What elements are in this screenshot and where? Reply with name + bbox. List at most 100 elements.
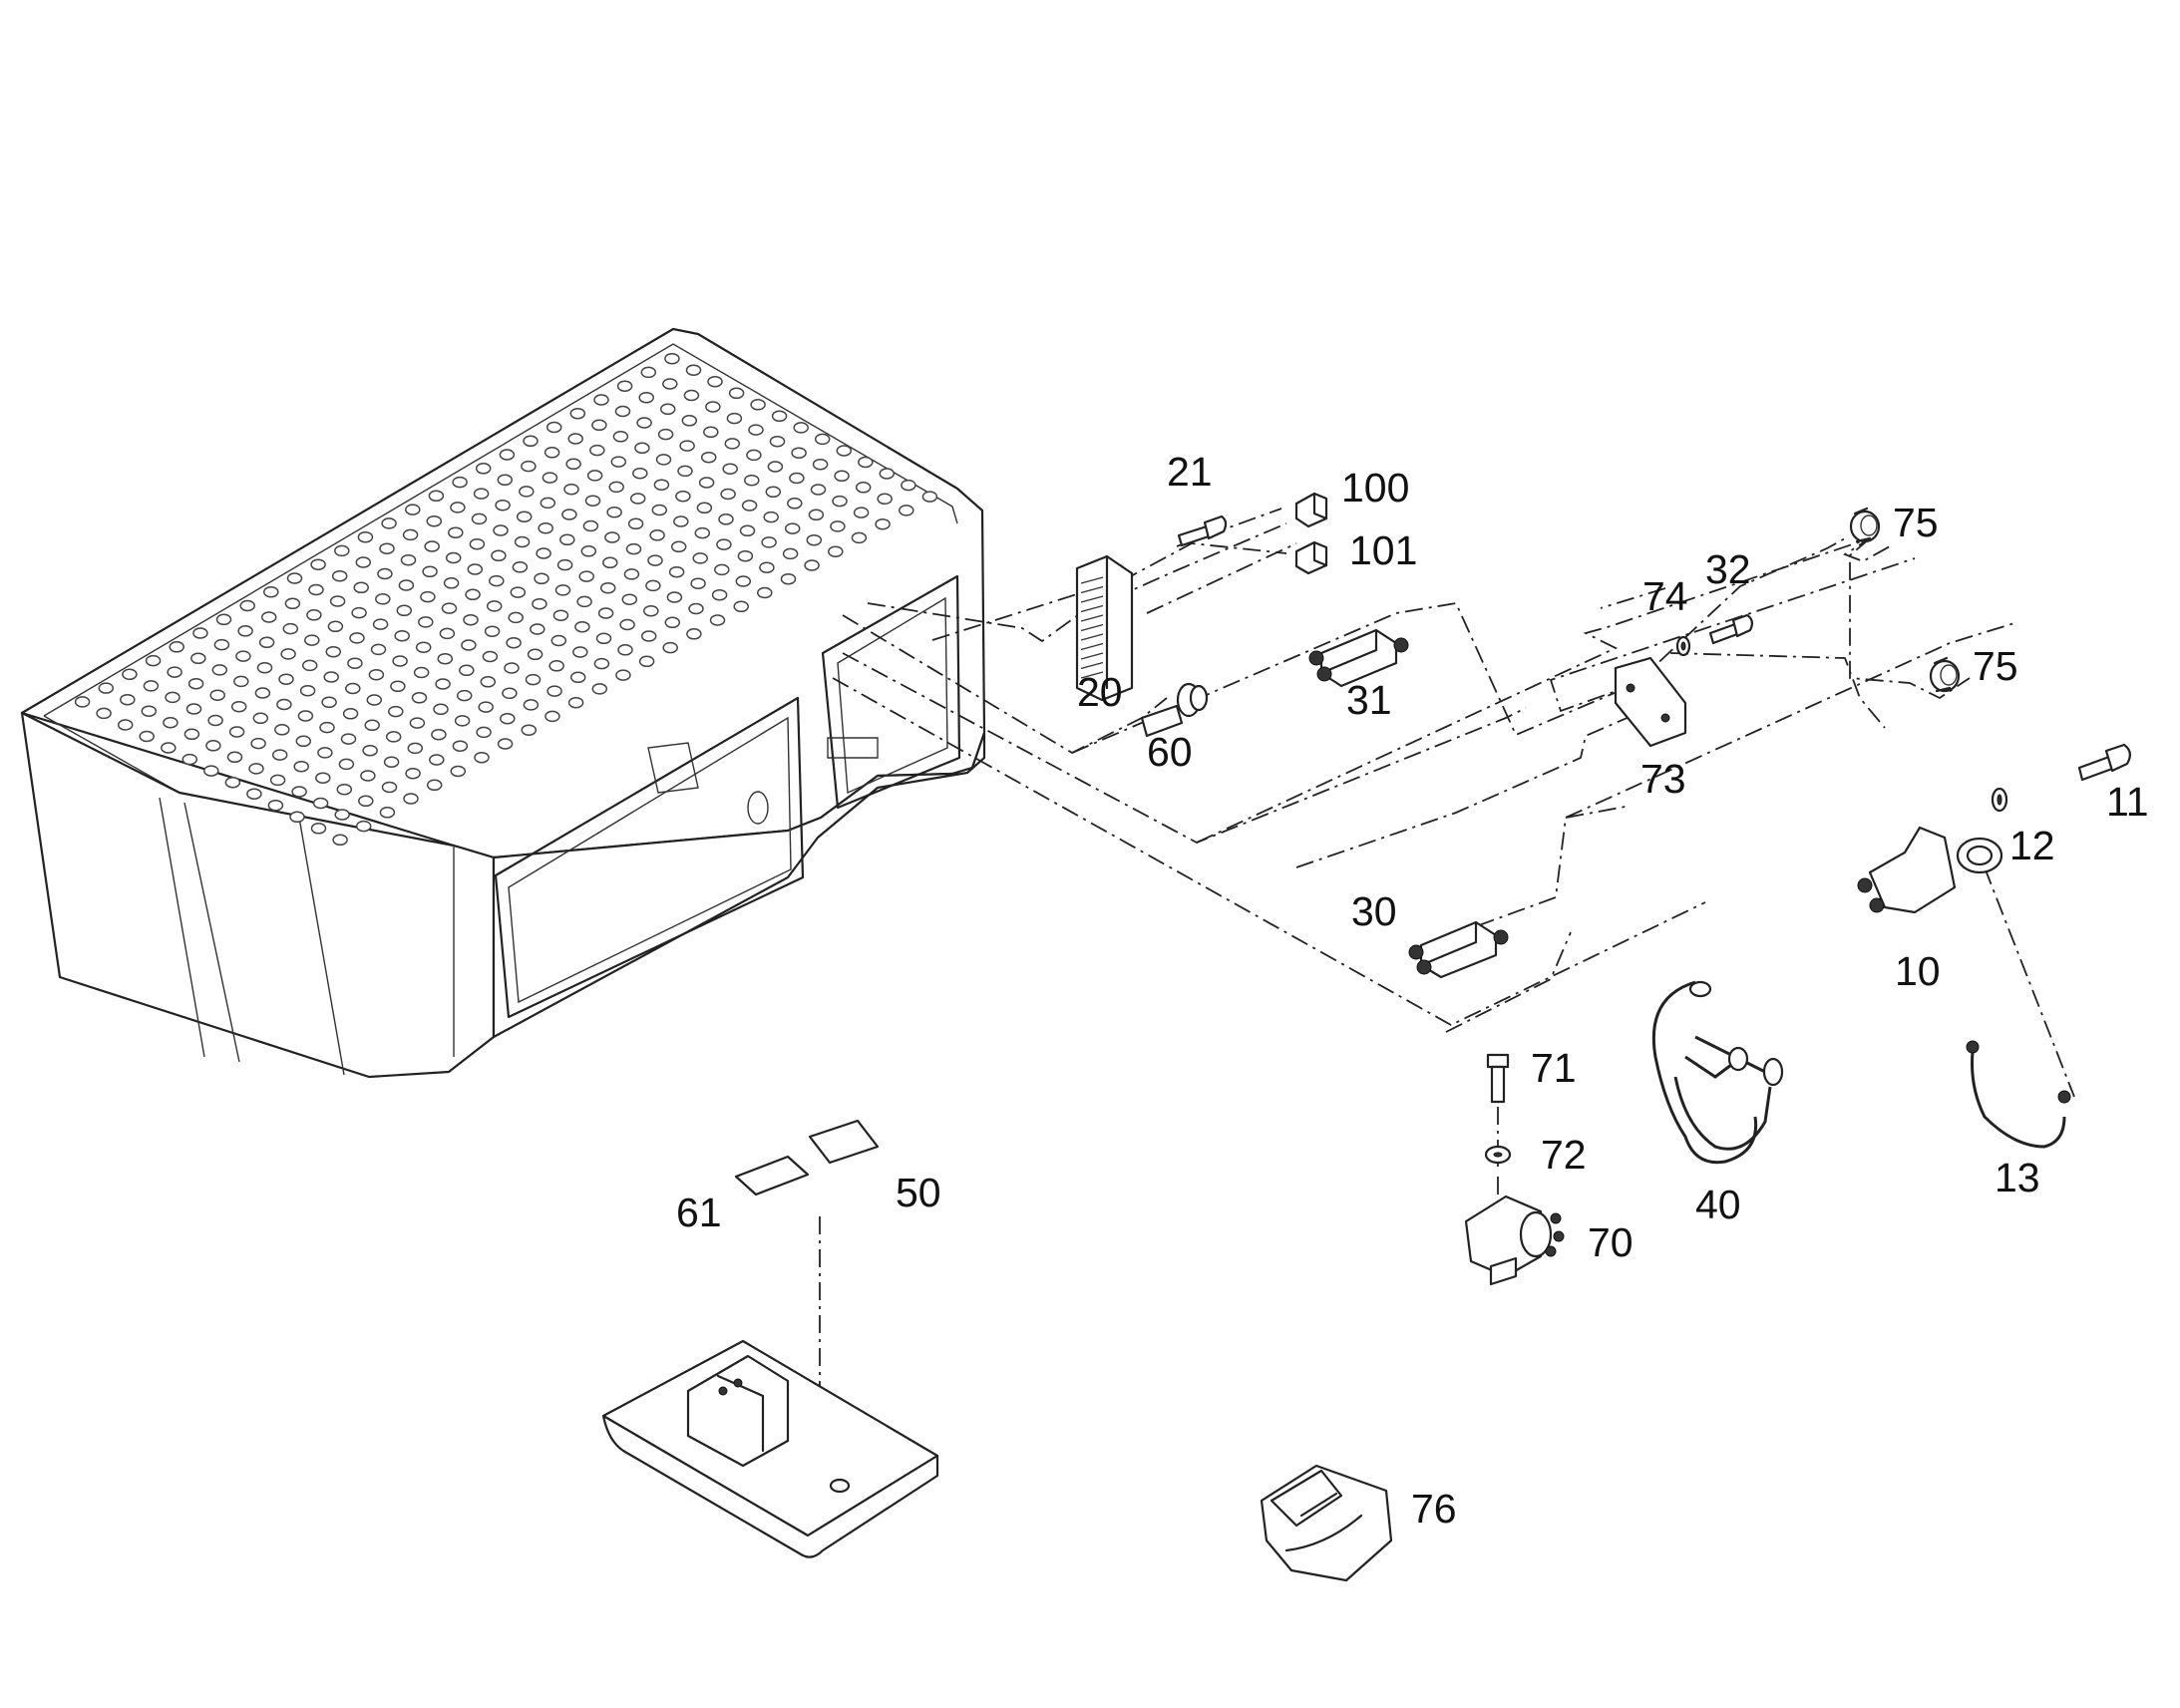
tread-dot [310,558,326,570]
tread-dot [362,744,378,757]
tread-dot [750,399,766,411]
tread-dot [163,716,179,729]
tread-dot [282,622,299,635]
terminal-rib [1080,576,1104,584]
tread-dot [879,468,896,480]
tread-dot [355,556,372,568]
tread-dot [299,684,316,697]
tread-dot [379,807,396,819]
tread-dot [724,438,741,450]
tread-dot [263,585,279,598]
tread-dot [469,537,486,550]
label-31: 31 [1346,677,1392,723]
tread-dot [403,793,419,805]
tread-dot [452,476,468,489]
tread-dot [336,783,353,796]
part-70-solenoid [1464,1195,1565,1286]
tread-dot [246,788,262,800]
tread-dot [205,740,221,752]
label-75-lower: 75 [1973,643,2018,689]
tread-dot [489,574,505,587]
label-76: 76 [1411,1486,1457,1532]
tread-dot [276,698,292,711]
tread-dot [921,491,938,503]
tread-dot [182,753,198,766]
terminal-rib [1080,642,1104,651]
tread-dot [523,435,539,448]
tread-dot [390,680,406,693]
tread-dot [739,524,756,537]
tread-dot [284,597,301,610]
tread-dot [836,445,853,457]
label-50: 50 [896,1170,941,1215]
tread-dot [252,712,269,725]
tread-dot [482,650,499,663]
part-21-screw [1177,514,1228,547]
tread-dot [358,795,374,808]
tread-dot [670,540,687,553]
tread-dot [495,499,511,512]
tread-dot [793,422,809,434]
tread-dot [692,552,708,564]
tread-dot [629,493,646,505]
tread-plate-pattern [74,352,938,847]
tread-dot [767,461,784,473]
tread-dot [688,602,704,615]
tread-dot [145,654,162,667]
tread-dot [591,683,608,695]
tread-dot [536,547,551,559]
tread-dot [407,742,424,755]
tread-dot [586,470,603,482]
tread-dot [608,481,624,494]
tread-dot [317,747,333,759]
tread-dot [473,488,490,500]
tread-dot [332,834,348,847]
tread-dot [388,705,404,718]
label-101: 101 [1349,527,1417,573]
tread-dot [383,756,400,768]
tread-dot [402,528,419,541]
part-74-washer [1675,635,1691,657]
tread-dot [757,586,773,599]
label-71: 71 [1531,1045,1577,1091]
tread-dot [415,641,432,653]
tread-dot [787,498,803,510]
tread-dot [420,590,436,603]
tread-dot [502,687,518,700]
tread-dot [726,412,743,425]
tread-dot [351,606,367,619]
tread-dot [705,401,721,413]
tread-dot [563,483,579,496]
tread-dot [700,451,717,464]
tread-dot [228,726,245,738]
tread-dot [604,531,620,543]
tread-dot [703,426,719,439]
terminal-rib [1080,604,1104,613]
tread-dot [638,391,654,404]
tread-dot [744,474,760,487]
tread-dot [405,504,421,515]
tread-dot [759,561,775,573]
label-74: 74 [1642,573,1688,619]
tread-dot [530,623,545,635]
tread-dot [308,583,324,596]
leader-lines [819,508,2075,1486]
tread-dot [450,502,466,513]
label-60: 60 [1147,729,1193,775]
tread-dot [666,591,683,603]
tread-dot [748,424,764,436]
label-70: 70 [1588,1219,1634,1265]
tread-dot [851,531,868,544]
tread-dot [461,639,477,651]
tread-dot [711,588,728,601]
tread-dot [791,447,807,459]
tread-dot [459,664,475,677]
tread-dot [448,526,464,538]
tread-dot [675,490,691,503]
tread-dot [561,509,577,520]
tread-dot [567,696,584,709]
tread-dot [486,600,503,612]
tread-dot [681,415,698,427]
tread-dot [565,458,581,471]
tread-dot [450,765,467,778]
